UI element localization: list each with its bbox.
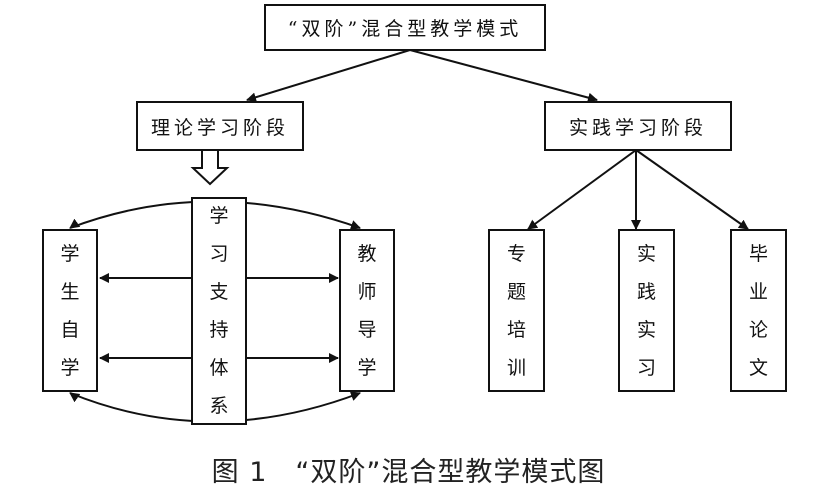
root-node-label: “双阶”混合型教学模式 — [287, 18, 523, 40]
stage-practice: 实践学习阶段 — [544, 101, 732, 151]
vertical-label-char: 师 — [357, 280, 377, 303]
node-teacher-guidance: 教师导学 — [339, 229, 395, 392]
vertical-label-char: 论 — [748, 318, 768, 341]
arrow-root-to-practice — [409, 49, 598, 103]
vertical-label-char: 习 — [636, 356, 656, 379]
arc-bottom-reverse — [69, 392, 81, 403]
node-topic-training: 专题培训 — [488, 229, 545, 392]
vertical-label-char: 学 — [60, 356, 80, 379]
stage-theory-label: 理论学习阶段 — [150, 116, 289, 139]
node-student-self-study: 学生自学 — [42, 229, 98, 392]
vertical-label-char: 支 — [209, 281, 229, 303]
node-graduation-thesis: 毕业论文 — [730, 229, 787, 392]
vertical-label-char: 自 — [60, 318, 80, 341]
vertical-label-char: 实 — [636, 242, 656, 265]
arrow-practice-to-3 — [635, 149, 749, 230]
vertical-label-char: 学 — [209, 205, 229, 227]
vertical-label-char: 实 — [636, 318, 656, 341]
vertical-label-char: 教 — [357, 242, 377, 265]
arrow-practice-to-1 — [527, 149, 637, 230]
vertical-label-char: 体 — [209, 357, 229, 379]
vertical-label-char: 学 — [357, 356, 377, 379]
vertical-label-char: 践 — [636, 280, 656, 303]
vertical-label-char: 题 — [506, 280, 526, 303]
vertical-label-char: 导 — [357, 318, 377, 341]
vertical-label-char: 毕 — [748, 242, 768, 265]
vertical-label-char: 学 — [60, 242, 80, 265]
arc-top-reverse — [69, 218, 81, 229]
vertical-label-char: 业 — [748, 280, 768, 303]
node-learning-support: 学习支持体系 — [191, 197, 247, 425]
root-node: “双阶”混合型教学模式 — [264, 4, 546, 51]
vertical-label-char: 生 — [60, 280, 80, 303]
vertical-label-char: 训 — [506, 356, 526, 379]
arrow-root-to-theory — [246, 49, 411, 103]
stage-practice-label: 实践学习阶段 — [568, 116, 707, 139]
vertical-label-char: 系 — [209, 395, 229, 417]
vertical-label-char: 持 — [209, 319, 229, 341]
vertical-label-char: 专 — [506, 242, 526, 265]
hollow-down-arrow — [190, 149, 230, 186]
vertical-label-char: 培 — [506, 318, 526, 341]
vertical-label-char: 习 — [209, 243, 229, 265]
stage-theory: 理论学习阶段 — [136, 101, 304, 151]
node-practice-internship: 实践实习 — [618, 229, 675, 392]
figure-caption: 图 1 “双阶”混合型教学模式图 — [211, 457, 606, 488]
vertical-label-char: 文 — [748, 356, 768, 379]
